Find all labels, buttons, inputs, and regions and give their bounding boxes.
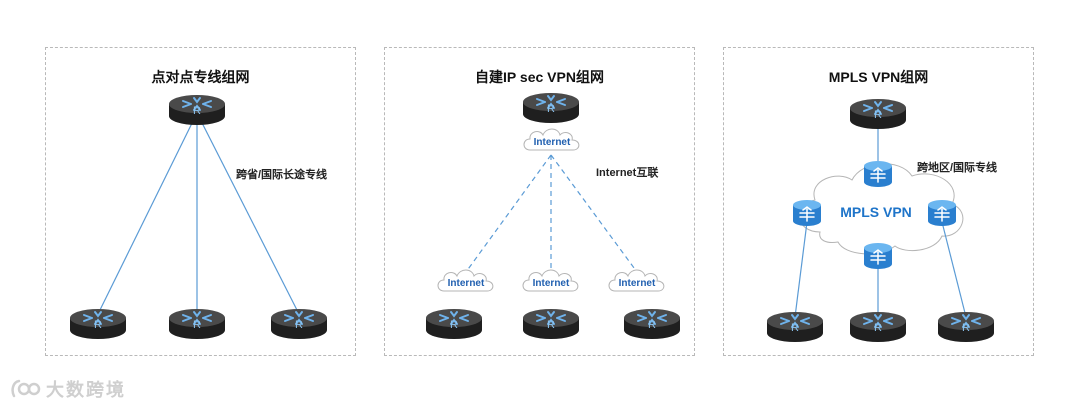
router-letter: R — [962, 322, 970, 334]
p2p-links — [97, 112, 300, 315]
watermark-text: 大数跨境 — [46, 380, 126, 400]
cloud-label: Internet — [448, 278, 485, 289]
mpls-cloud — [798, 163, 964, 255]
switch-icon — [863, 242, 893, 270]
panel-title: MPLS VPN组网 — [828, 69, 929, 85]
router-letter: R — [874, 322, 882, 334]
switch-icon — [792, 199, 822, 227]
panel-title: 自建IP sec VPN组网 — [475, 69, 604, 85]
router-letter: R — [193, 105, 201, 117]
link-label: 跨地区/国际专线 — [917, 160, 997, 174]
router-letter: R — [547, 103, 555, 115]
cloud-label: Internet — [533, 278, 570, 289]
router-letter: R — [193, 319, 201, 331]
router-letter: R — [547, 319, 555, 331]
router-letter: R — [450, 319, 458, 331]
logo-icon — [11, 379, 41, 398]
router-letter: R — [94, 319, 102, 331]
core-label: MPLS VPN — [840, 204, 912, 220]
internet-links — [465, 154, 638, 273]
switch-icon — [927, 199, 957, 227]
router-letter: R — [295, 319, 303, 331]
router-letter: R — [648, 319, 656, 331]
panel-title: 点对点专线组网 — [151, 69, 250, 85]
link-label: Internet互联 — [596, 165, 658, 179]
panel-mpls-vpn: MPLS VPN组网 — [723, 47, 1034, 356]
switch-icon — [863, 160, 893, 188]
panel-point-to-point: 点对点专线组网 — [45, 47, 356, 356]
panel-ipsec-vpn: 自建IP sec VPN组网 — [384, 47, 695, 356]
link-label: 跨省/国际长途专线 — [236, 167, 327, 181]
router-letter: R — [791, 322, 799, 334]
watermark: 大数跨境 — [10, 376, 126, 402]
router-letter: R — [874, 109, 882, 121]
cloud-label: Internet — [619, 278, 656, 289]
cloud-label: Internet — [534, 137, 571, 148]
